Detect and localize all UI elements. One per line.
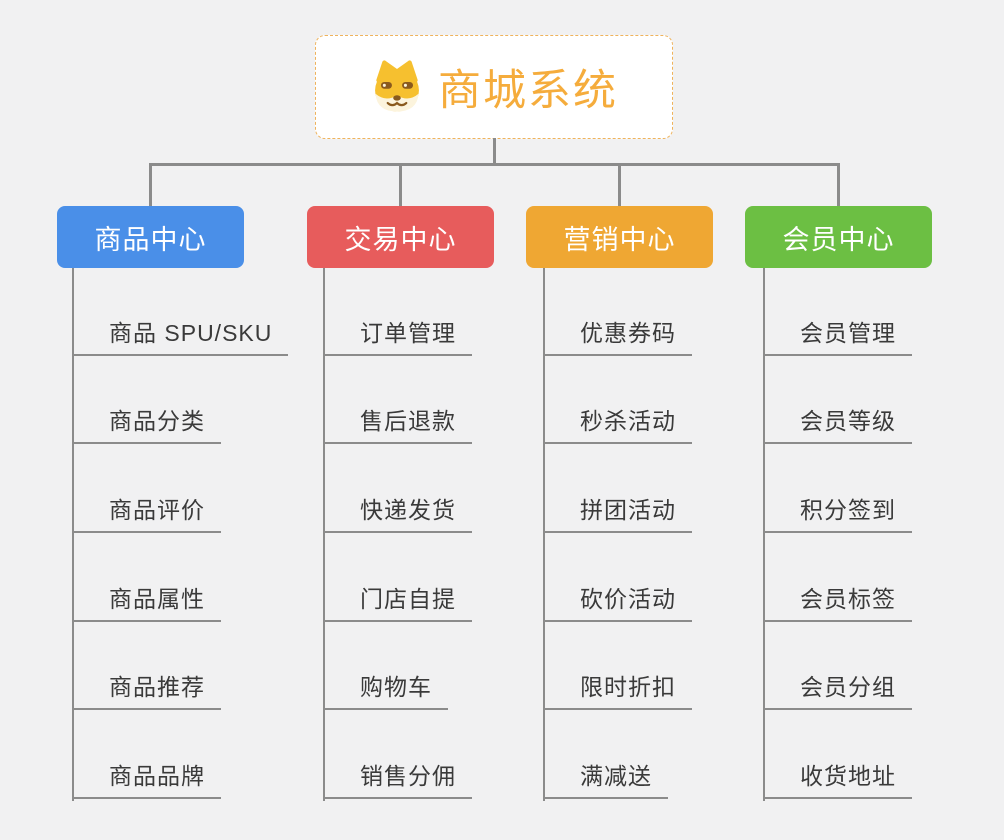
tree-item[interactable]: 拼团活动: [545, 495, 692, 533]
tree-item[interactable]: 商品分类: [74, 406, 221, 444]
connector-drop-member: [837, 163, 840, 207]
tree-item[interactable]: 砍价活动: [545, 584, 692, 622]
connector-drop-trade: [399, 163, 402, 207]
tree-item[interactable]: 会员管理: [765, 318, 912, 356]
tree-item[interactable]: 满减送: [545, 761, 668, 799]
branch-column-product: 商品 SPU/SKU 商品分类 商品评价 商品属性 商品推荐 商品品牌: [72, 268, 354, 801]
root-title: 商城系统: [438, 67, 618, 115]
branch-column-member: 会员管理 会员等级 积分签到 会员标签 会员分组 收货地址: [763, 268, 1004, 801]
dog-face-icon: [375, 60, 419, 112]
branch-label: 营销中心: [563, 224, 676, 255]
branch-node-member[interactable]: 会员中心: [745, 206, 932, 268]
branch-column-trade: 订单管理 售后退款 快递发货 门店自提 购物车 销售分佣: [323, 268, 605, 801]
tree-item[interactable]: 订单管理: [325, 318, 472, 356]
tree-item[interactable]: 会员等级: [765, 406, 912, 444]
branch-column-marketing: 优惠券码 秒杀活动 拼团活动 砍价活动 限时折扣 满减送: [543, 268, 825, 801]
tree-item[interactable]: 商品品牌: [74, 761, 221, 799]
branch-label: 商品中心: [94, 224, 207, 255]
tree-item[interactable]: 优惠券码: [545, 318, 692, 356]
branch-node-marketing[interactable]: 营销中心: [526, 206, 713, 268]
branch-label: 交易中心: [344, 224, 457, 255]
tree-item[interactable]: 门店自提: [325, 584, 472, 622]
connector-horizontal-bar: [149, 163, 840, 166]
tree-item[interactable]: 商品属性: [74, 584, 221, 622]
root-node[interactable]: 商城系统: [315, 35, 673, 139]
connector-drop-marketing: [618, 163, 621, 207]
tree-item[interactable]: 快递发货: [325, 495, 472, 533]
tree-item[interactable]: 商品推荐: [74, 672, 221, 710]
tree-item[interactable]: 售后退款: [325, 406, 472, 444]
tree-item[interactable]: 秒杀活动: [545, 406, 692, 444]
tree-item[interactable]: 收货地址: [765, 761, 912, 799]
tree-item[interactable]: 商品 SPU/SKU: [74, 318, 289, 356]
branch-node-trade[interactable]: 交易中心: [307, 206, 494, 268]
branch-label: 会员中心: [782, 224, 895, 255]
tree-item[interactable]: 销售分佣: [325, 761, 472, 799]
tree-item[interactable]: 会员分组: [765, 672, 912, 710]
tree-item[interactable]: 限时折扣: [545, 672, 692, 710]
tree-item[interactable]: 购物车: [325, 672, 448, 710]
tree-item[interactable]: 积分签到: [765, 495, 912, 533]
tree-item[interactable]: 会员标签: [765, 584, 912, 622]
tree-item[interactable]: 商品评价: [74, 495, 221, 533]
connector-root-stub: [493, 138, 496, 166]
connector-drop-product: [149, 163, 152, 207]
branch-node-product[interactable]: 商品中心: [57, 206, 244, 268]
